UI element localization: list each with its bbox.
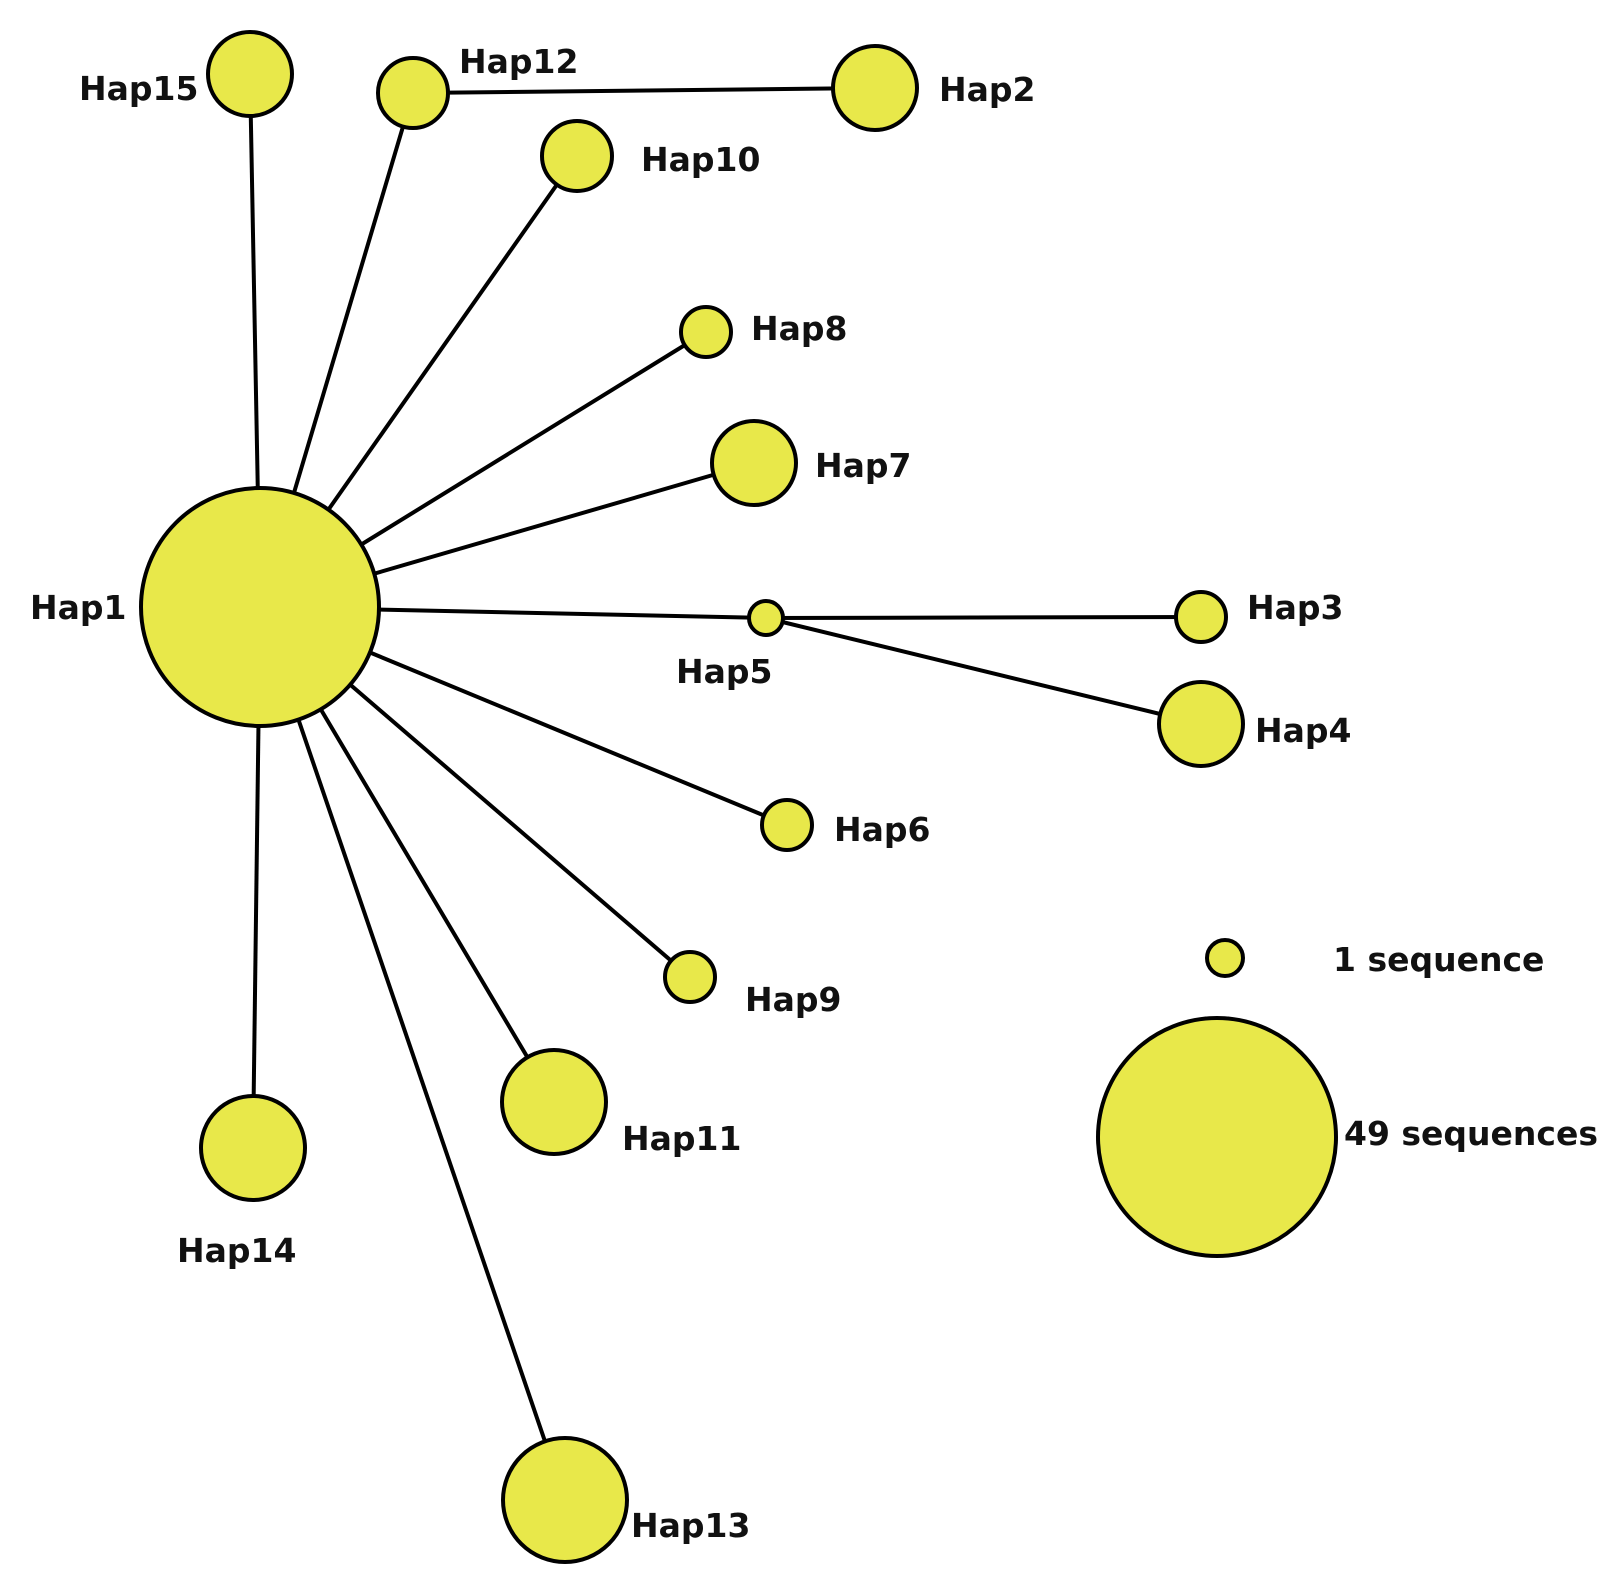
node-hap11 [500, 1048, 608, 1156]
network-nodes [139, 30, 1245, 1564]
node-label-hap5: Hap5 [676, 652, 772, 691]
node-hap6 [760, 798, 814, 852]
node-label-hap13: Hap13 [631, 1506, 750, 1545]
legend: 1 sequence 49 sequences [1096, 938, 1598, 1258]
node-hap10 [540, 119, 614, 193]
network-edges [248, 73, 1202, 1501]
network-labels: Hap1Hap2Hap3Hap4Hap5Hap6Hap7Hap8Hap9Hap1… [30, 42, 1351, 1545]
edge-hap12-hap2 [412, 86, 876, 95]
edge-hap5-hap4 [765, 616, 1202, 726]
node-label-hap11: Hap11 [622, 1119, 741, 1158]
node-hap1 [139, 486, 381, 728]
node-label-hap1: Hap1 [30, 588, 126, 627]
node-hap9 [663, 950, 717, 1004]
node-label-hap3: Hap3 [1247, 588, 1343, 627]
legend-large-label: 49 sequences [1344, 1114, 1598, 1153]
node-label-hap4: Hap4 [1255, 711, 1351, 750]
node-label-hap2: Hap2 [939, 70, 1035, 109]
node-hap14 [199, 1094, 307, 1202]
node-label-hap15: Hap15 [79, 69, 198, 108]
node-hap12 [376, 56, 450, 130]
legend-large-circle [1096, 1016, 1338, 1258]
node-hap8 [679, 305, 733, 359]
node-label-hap9: Hap9 [745, 980, 841, 1019]
legend-small-circle [1205, 938, 1245, 978]
legend-small-label: 1 sequence [1333, 940, 1544, 979]
node-hap2 [831, 44, 919, 132]
node-hap5 [747, 599, 785, 637]
node-label-hap8: Hap8 [751, 309, 847, 348]
node-hap4 [1157, 680, 1245, 768]
node-label-hap6: Hap6 [834, 810, 930, 849]
node-hap3 [1174, 590, 1228, 644]
node-hap7 [710, 419, 798, 507]
edge-hap1-hap13 [258, 606, 567, 1501]
edge-hap5-hap3 [765, 615, 1202, 620]
node-hap15 [206, 30, 294, 118]
node-label-hap7: Hap7 [815, 446, 911, 485]
node-label-hap14: Hap14 [177, 1231, 296, 1270]
node-label-hap10: Hap10 [641, 140, 760, 179]
node-hap13 [501, 1436, 629, 1564]
node-label-hap12: Hap12 [459, 42, 578, 81]
